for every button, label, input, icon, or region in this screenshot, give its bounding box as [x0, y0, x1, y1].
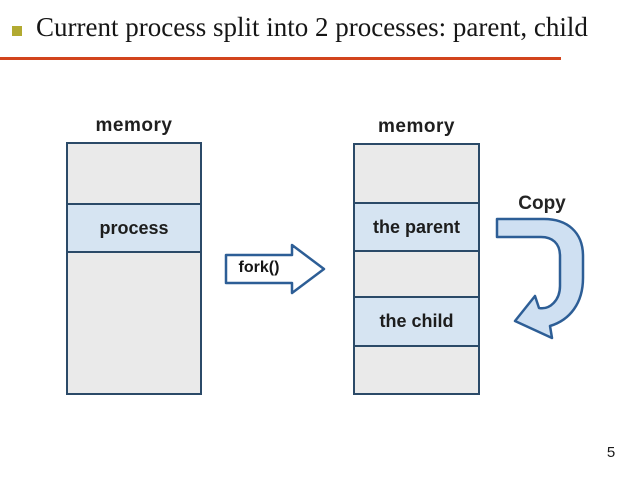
title-underline: [0, 57, 561, 60]
page-number: 5: [606, 444, 616, 461]
left-memory-column: process: [66, 142, 202, 395]
slide-title: Current process split into 2 processes: …: [36, 12, 588, 42]
process-label: process: [99, 217, 169, 238]
memory-section-gray: [68, 253, 200, 393]
copy-curved-arrow-icon: [495, 217, 585, 340]
memory-section-gray: [355, 252, 478, 296]
memory-section-parent: the parent: [355, 202, 478, 252]
memory-section-gray: [68, 144, 200, 203]
right-memory-column: the parent the child: [353, 143, 480, 395]
child-label: the child: [379, 311, 454, 331]
memory-section-process: process: [68, 203, 200, 253]
copy-label: Copy: [518, 193, 566, 214]
parent-label: the parent: [372, 216, 460, 237]
right-memory-label: memory: [378, 116, 455, 137]
fork-label: fork(): [238, 259, 280, 276]
memory-section-child: the child: [355, 296, 478, 347]
title-bullet-icon: [12, 26, 22, 36]
memory-section-gray: [355, 145, 478, 202]
left-memory-label: memory: [95, 115, 173, 136]
memory-section-gray: [355, 347, 478, 393]
